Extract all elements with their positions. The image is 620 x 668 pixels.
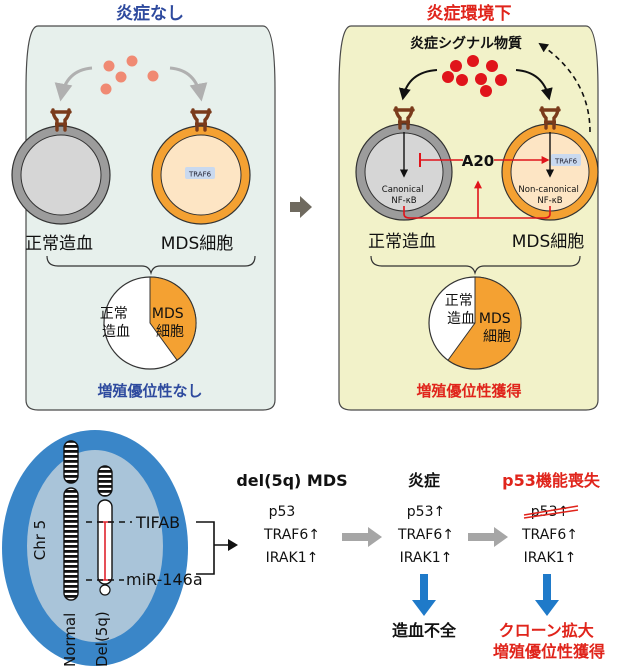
signal-particle bbox=[475, 73, 487, 85]
right-panel-title: 炎症環境下 bbox=[427, 3, 512, 24]
arrow-to-mds-cell bbox=[169, 66, 208, 102]
signal-particle bbox=[450, 60, 462, 72]
stage-arrow-1 bbox=[342, 527, 382, 547]
traf6-badge-label: TRAF6 bbox=[554, 158, 578, 166]
del5q-chromosome-label: Del(5q) bbox=[93, 611, 111, 667]
left-panel-title: 炎症なし bbox=[116, 3, 184, 24]
stage-3-title: p53機能喪失 bbox=[502, 471, 601, 490]
left-panel-background bbox=[25, 25, 276, 411]
left-panel: 炎症なし 正常造血 TRAF6 MDS細胞 bbox=[11, 3, 276, 411]
right-brace bbox=[370, 255, 581, 276]
normal-chromosome-label: Normal bbox=[61, 613, 79, 667]
receptor-icon bbox=[539, 106, 561, 130]
feedback-dashed-arrow bbox=[538, 42, 591, 133]
signal-particle bbox=[115, 71, 127, 83]
signal-particle bbox=[456, 74, 468, 86]
normal-cell-label: 正常造血 bbox=[368, 232, 436, 252]
stage-3-gene-irak1: IRAK1↑ bbox=[524, 550, 577, 566]
noncanonical-nfkb-label: Non-canonical NF-κB bbox=[518, 185, 581, 206]
stage-3-gene-traf6: TRAF6↑ bbox=[521, 527, 578, 543]
left-brace bbox=[46, 255, 256, 276]
receptor-icon bbox=[50, 108, 72, 132]
stage-3: p53機能喪失 p53↑ TRAF6↑ IRAK1↑ クローン拡大 増殖優位性獲… bbox=[493, 471, 605, 661]
stage-1-gene-irak1: IRAK1↑ bbox=[266, 550, 319, 566]
stage-2-gene-irak1: IRAK1↑ bbox=[400, 550, 453, 566]
normal-cell-label: 正常造血 bbox=[25, 234, 93, 254]
stage-2: 炎症 p53↑ TRAF6↑ IRAK1↑ 造血不全 bbox=[392, 471, 457, 640]
stage-1-title: del(5q) MDS bbox=[236, 471, 347, 490]
normal-chromosome bbox=[63, 440, 79, 601]
traf6-badge-label: TRAF6 bbox=[188, 171, 212, 179]
receptor-icon bbox=[393, 106, 415, 130]
signal-particle bbox=[467, 55, 479, 67]
right-pie-mds-slice bbox=[447, 276, 522, 370]
mds-cell-label: MDS細胞 bbox=[512, 232, 585, 252]
panel-transition-arrow bbox=[290, 196, 312, 218]
mir146a-label: miR-146a bbox=[126, 570, 203, 589]
stage-3-outcome-arrow bbox=[535, 574, 559, 616]
stage-2-gene-traf6: TRAF6↑ bbox=[397, 527, 454, 543]
signal-particle bbox=[100, 83, 112, 95]
chr5-label: Chr 5 bbox=[31, 520, 49, 560]
arrow-to-normal-cell bbox=[398, 69, 438, 101]
tifab-label: TIFAB bbox=[135, 513, 180, 532]
left-panel-footer: 増殖優位性なし bbox=[97, 382, 202, 400]
signal-particle bbox=[103, 60, 115, 72]
stage-1-gene-p53: p53 bbox=[269, 504, 296, 520]
stage-2-gene-p53: p53↑ bbox=[407, 504, 445, 520]
left-pie-mds-slice bbox=[149, 276, 197, 361]
arrow-to-mds-cell bbox=[515, 69, 553, 101]
canonical-nfkb-label: Canonical NF-κB bbox=[382, 185, 426, 206]
stage-3-outcome: クローン拡大 増殖優位性獲得 bbox=[493, 621, 605, 661]
right-pie-mds-label: MDS 細胞 bbox=[479, 311, 515, 345]
signal-particle bbox=[495, 74, 507, 86]
nfkb-feedback-loop bbox=[403, 206, 551, 219]
stage-2-title: 炎症 bbox=[408, 471, 440, 490]
a20-label: A20 bbox=[462, 152, 494, 170]
signal-particle bbox=[442, 71, 454, 83]
arrow-to-normal-cell bbox=[54, 66, 93, 102]
signal-particle bbox=[126, 55, 138, 67]
chromosome-illustration: Chr 5 Normal Del(5q) TIFAB miR-146a bbox=[2, 430, 238, 667]
right-panel: 炎症環境下 炎症シグナル物質 Canonical NF-κB 正常造血 bbox=[338, 3, 599, 411]
stage-1-gene-traf6: TRAF6↑ bbox=[263, 527, 320, 543]
stage-2-outcome-arrow bbox=[412, 574, 436, 616]
p53-strikethrough bbox=[523, 505, 579, 519]
left-pie-mds-label: MDS 細胞 bbox=[152, 306, 188, 340]
stage-1: del(5q) MDS p53 TRAF6↑ IRAK1↑ bbox=[236, 471, 347, 566]
left-pie-normal-label: 正常 造血 bbox=[100, 306, 132, 340]
right-panel-footer: 増殖優位性獲得 bbox=[416, 382, 521, 400]
stage-arrow-2 bbox=[468, 527, 508, 547]
signal-label: 炎症シグナル物質 bbox=[410, 35, 522, 52]
signal-particle bbox=[486, 60, 498, 72]
receptor-icon bbox=[190, 108, 212, 132]
loci-bracket bbox=[196, 521, 232, 575]
signal-particle bbox=[480, 85, 492, 97]
stage-2-outcome: 造血不全 bbox=[392, 621, 457, 640]
cell-inner-region bbox=[27, 450, 163, 642]
mds-cell-label: MDS細胞 bbox=[161, 234, 234, 254]
traf6-badge bbox=[185, 167, 215, 179]
right-pie-normal-label: 正常 造血 bbox=[445, 293, 477, 327]
traf6-badge bbox=[551, 154, 581, 166]
signal-particle bbox=[147, 70, 159, 82]
